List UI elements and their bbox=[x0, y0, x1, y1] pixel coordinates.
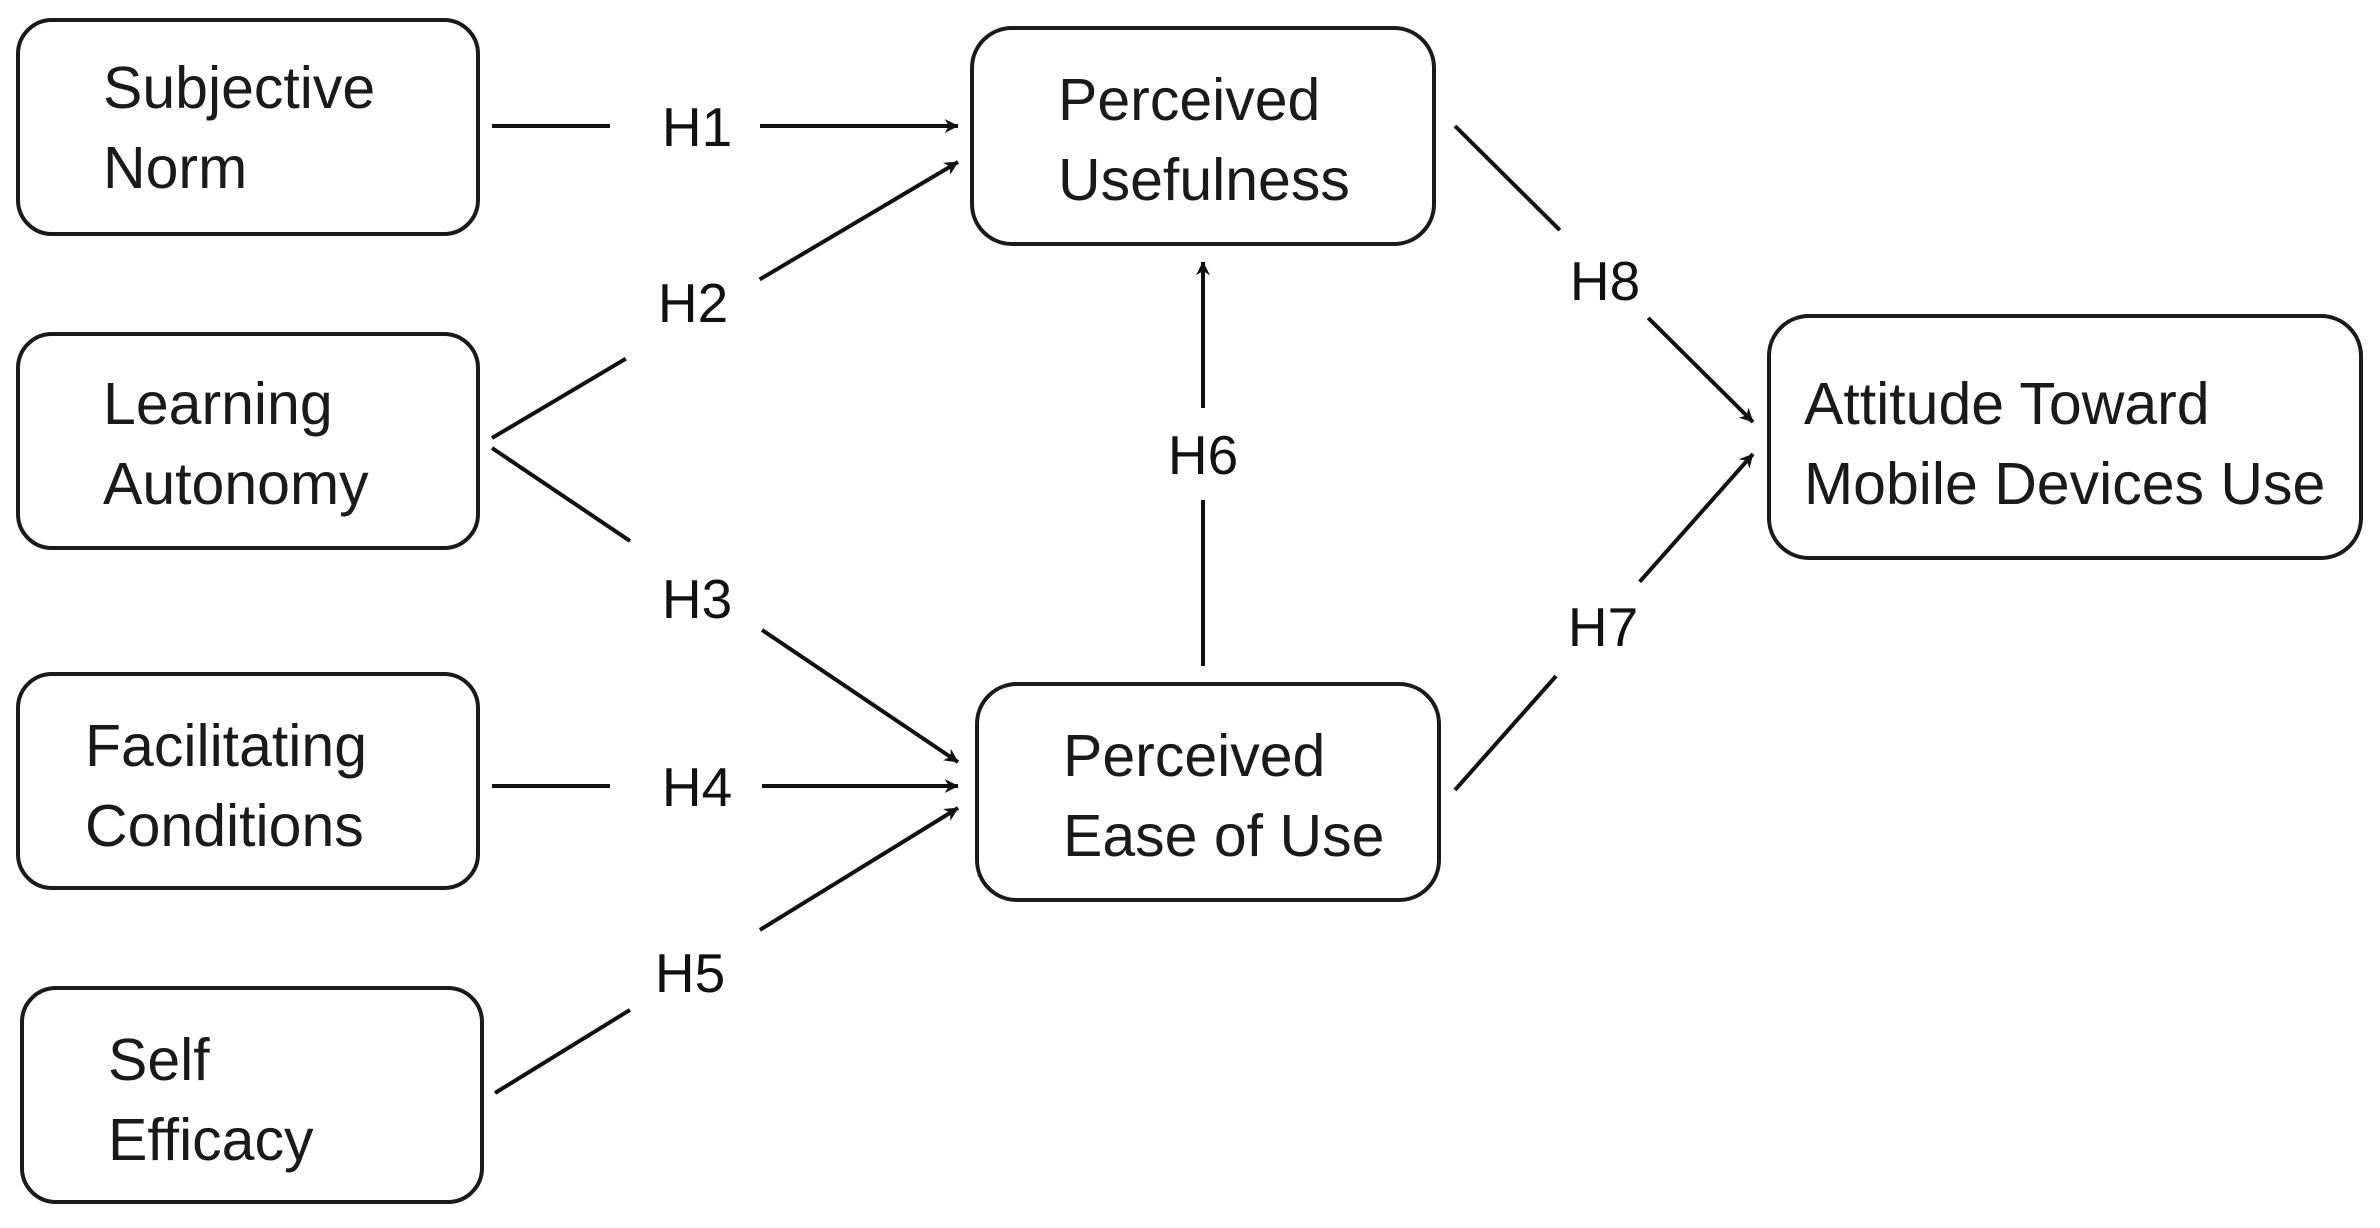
edge-h8: H8 bbox=[1453, 124, 1755, 424]
node-perceived-usefulness-line-1: Perceived bbox=[1058, 67, 1320, 133]
edge-label-h6: H6 bbox=[1168, 424, 1238, 486]
edge-h4: H4 bbox=[492, 756, 959, 818]
node-self-efficacy-line-2: Efficacy bbox=[108, 1107, 314, 1173]
node-facilitating-conditions-line-1: Facilitating bbox=[85, 713, 367, 779]
edge-label-h4: H4 bbox=[662, 756, 732, 818]
edge-h3: H3 bbox=[490, 446, 960, 764]
node-subjective-norm-line-2: Norm bbox=[103, 135, 247, 201]
node-attitude-toward-mobile-devices-use: Attitude Toward Mobile Devices Use bbox=[1767, 314, 2363, 560]
node-perceived-usefulness: Perceived Usefulness bbox=[970, 26, 1436, 246]
node-learning-autonomy-line-1: Learning bbox=[103, 371, 333, 437]
node-self-efficacy-line-1: Self bbox=[108, 1027, 210, 1093]
edge-label-h1: H1 bbox=[662, 96, 732, 158]
node-perceived-ease-of-use-line-1: Perceived bbox=[1063, 723, 1325, 789]
edge-label-h5: H5 bbox=[655, 942, 725, 1004]
node-perceived-ease-of-use: Perceived Ease of Use bbox=[975, 682, 1441, 902]
edge-h5: H5 bbox=[493, 806, 960, 1095]
edge-label-h7: H7 bbox=[1568, 596, 1638, 658]
edge-label-h8: H8 bbox=[1570, 250, 1640, 312]
node-self-efficacy: Self Efficacy bbox=[20, 986, 484, 1204]
edge-h2: H2 bbox=[490, 160, 960, 440]
edge-h1: H1 bbox=[492, 96, 959, 158]
edge-label-h3: H3 bbox=[662, 568, 732, 630]
node-attitude-line-1: Attitude Toward bbox=[1804, 371, 2210, 437]
node-perceived-usefulness-line-2: Usefulness bbox=[1058, 147, 1350, 213]
node-attitude-line-2: Mobile Devices Use bbox=[1804, 451, 2325, 517]
edge-label-h2: H2 bbox=[658, 272, 728, 334]
node-facilitating-conditions: Facilitating Conditions bbox=[16, 672, 480, 890]
node-subjective-norm: Subjective Norm bbox=[16, 18, 480, 236]
nodes-layer: Subjective Norm Learning Autonomy Facili… bbox=[16, 18, 2363, 1204]
node-subjective-norm-line-1: Subjective bbox=[103, 55, 375, 121]
node-facilitating-conditions-line-2: Conditions bbox=[85, 793, 364, 859]
edge-h6: H6 bbox=[1168, 261, 1238, 666]
node-perceived-ease-of-use-line-2: Ease of Use bbox=[1063, 803, 1384, 869]
edges-layer: H1 H2 H3 H4 H5 H6 bbox=[490, 96, 1755, 1095]
node-learning-autonomy-line-2: Autonomy bbox=[103, 451, 369, 517]
edge-h7: H7 bbox=[1453, 452, 1755, 792]
node-learning-autonomy: Learning Autonomy bbox=[16, 332, 480, 550]
